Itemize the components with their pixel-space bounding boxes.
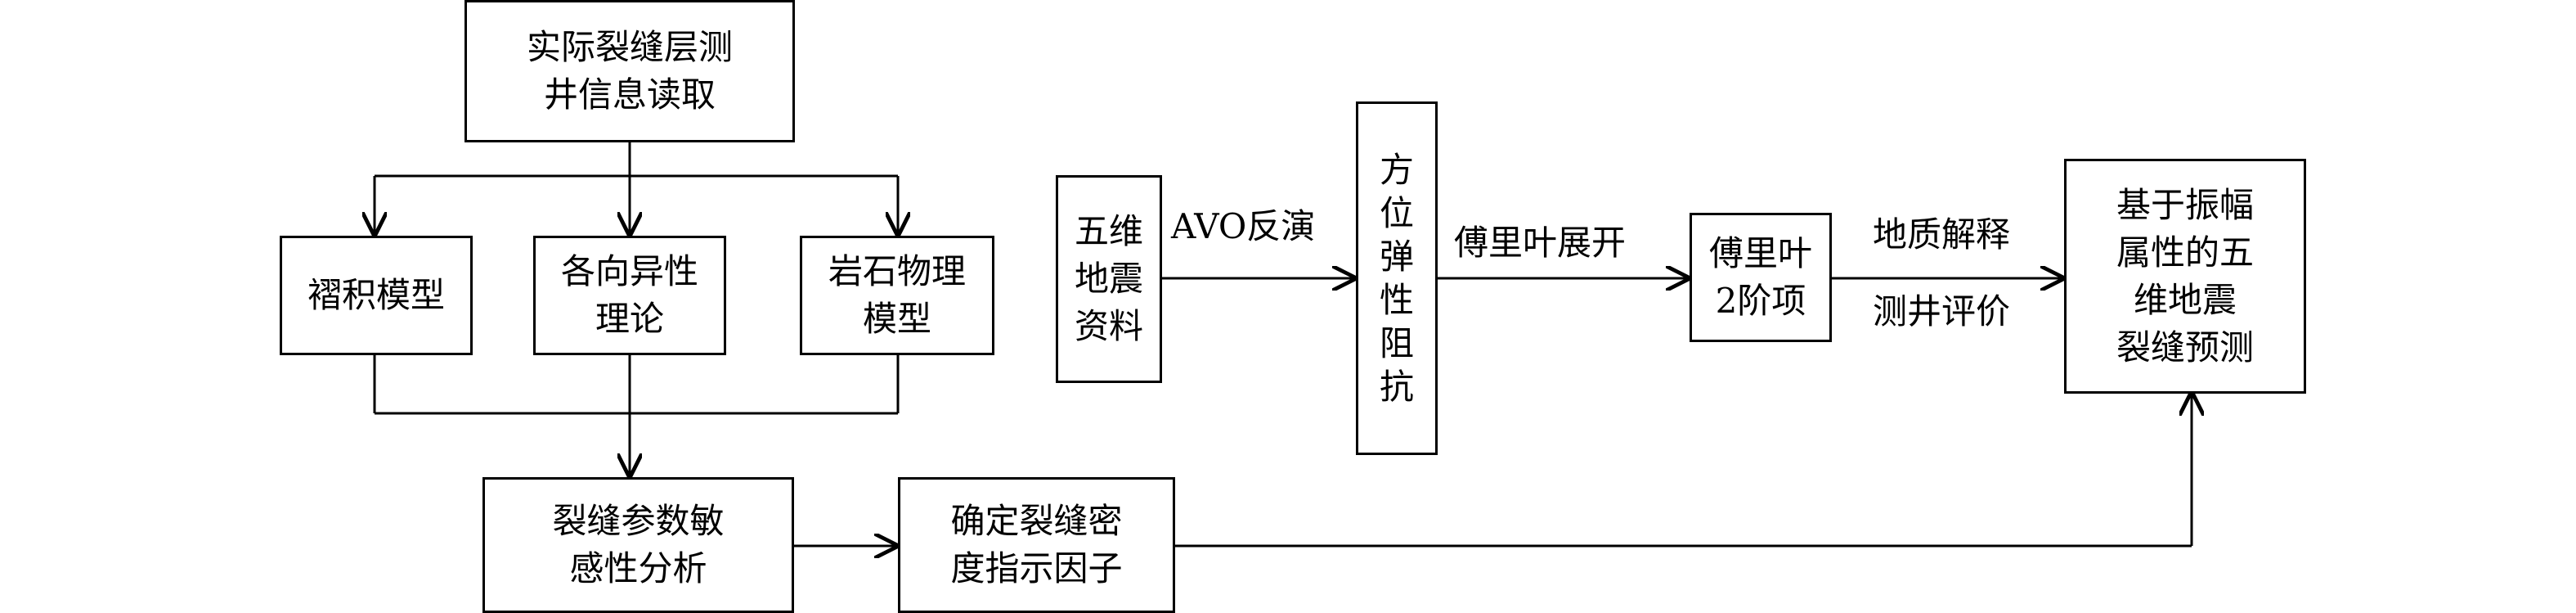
node-text: 褶积模型 — [307, 275, 445, 315]
node-text: 裂缝预测 — [2116, 327, 2254, 367]
node-text: 确定裂缝密 — [950, 501, 1123, 541]
node-text: 维地震 — [2133, 279, 2237, 320]
node-text: 地震 — [1074, 259, 1143, 299]
node-rock-model: 岩石物理 模型 — [800, 236, 994, 355]
edge-label-logging: 测井评价 — [1873, 291, 2011, 331]
node-text: 资料 — [1074, 306, 1143, 346]
node-prediction: 基于振幅 属性的五 维地震 裂缝预测 — [2064, 159, 2306, 394]
node-sensitivity: 裂缝参数敏 感性分析 — [482, 477, 794, 613]
node-text: 实际裂缝层测 — [526, 27, 733, 67]
edge-label-geology: 地质解释 — [1873, 214, 2011, 255]
node-fourier-2nd: 傅里叶 2阶项 — [1690, 213, 1832, 342]
node-text: 方 — [1379, 150, 1414, 190]
node-text: 抗 — [1379, 367, 1414, 407]
node-density-factor: 确定裂缝密 度指示因子 — [898, 477, 1175, 613]
node-text: 理论 — [595, 299, 664, 339]
node-text: 度指示因子 — [950, 548, 1123, 588]
node-text: 傅里叶 — [1708, 233, 1812, 273]
node-seismic-data: 五维 地震 资料 — [1056, 175, 1162, 383]
node-text: 2阶项 — [1715, 281, 1806, 321]
node-fold-model: 褶积模型 — [280, 236, 473, 355]
node-text: 岩石物理 — [828, 251, 966, 291]
node-text: 裂缝参数敏 — [552, 501, 725, 541]
node-text: 弹 — [1379, 237, 1414, 277]
node-text: 阻 — [1379, 323, 1414, 363]
edge-label-fourier: 傅里叶展开 — [1454, 223, 1627, 263]
edge-label-avo: AVO反演 — [1171, 206, 1316, 246]
node-text: 五维 — [1074, 211, 1143, 251]
node-text: 井信息读取 — [543, 74, 716, 115]
node-text: 模型 — [862, 299, 931, 339]
node-text: 属性的五 — [2116, 232, 2254, 273]
node-anisotropy: 各向异性 理论 — [533, 236, 726, 355]
node-text: 位 — [1379, 193, 1414, 233]
node-well-info: 实际裂缝层测 井信息读取 — [464, 0, 795, 142]
node-text: 基于振幅 — [2116, 184, 2254, 225]
node-azimuth-impedance: 方 位 弹 性 阻 抗 — [1356, 101, 1438, 455]
node-text: 各向异性 — [560, 251, 698, 291]
node-text: 性 — [1379, 280, 1414, 320]
node-text: 感性分析 — [569, 548, 707, 588]
